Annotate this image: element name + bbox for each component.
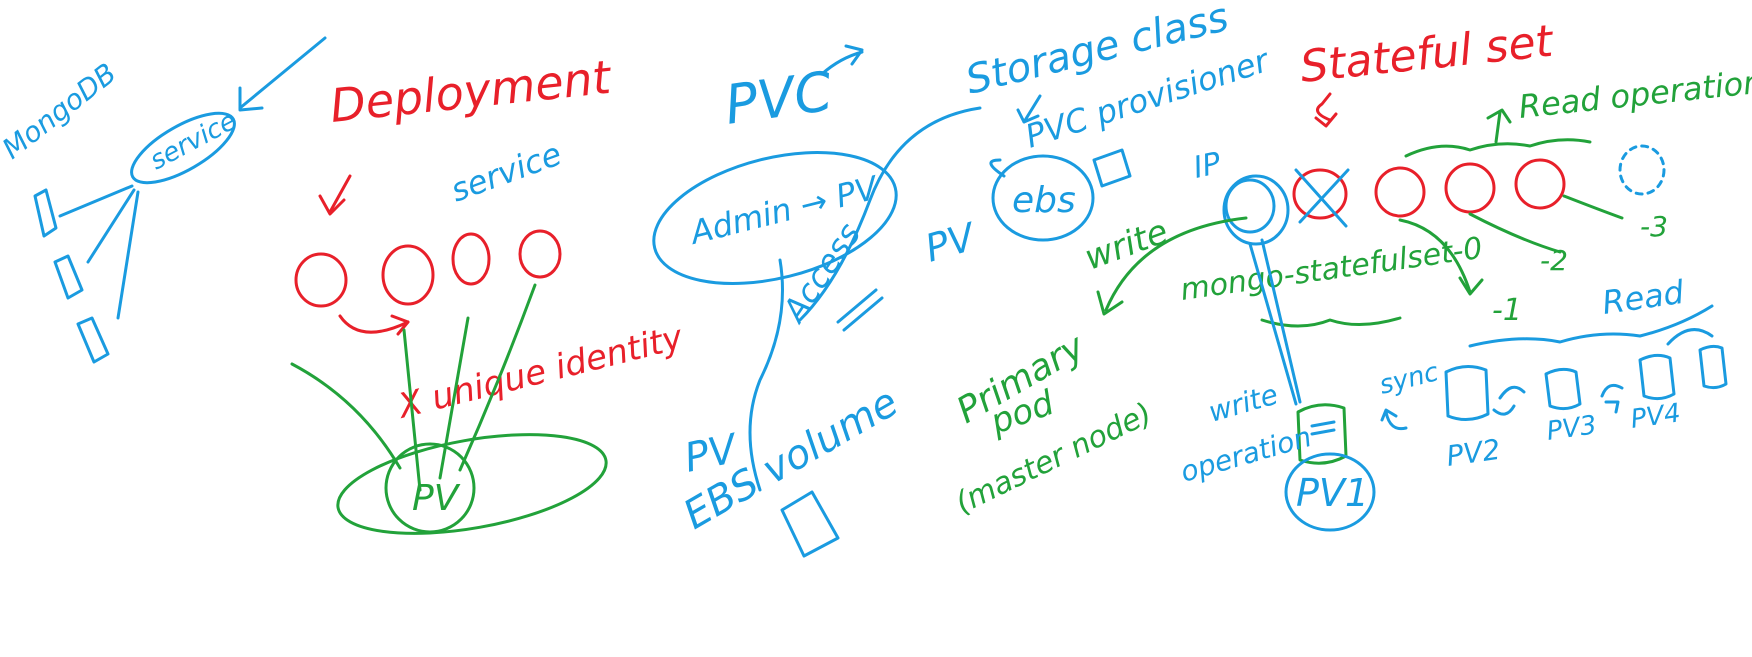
pod-4-link <box>1562 194 1624 220</box>
pv-link-4 <box>458 283 537 472</box>
pv2-disk <box>1444 365 1490 421</box>
statefulset-pod-1 <box>1292 168 1348 220</box>
pv-link-2 <box>402 328 422 492</box>
pv-link-3 <box>438 316 470 480</box>
pv2-label: PV2 <box>1444 433 1502 473</box>
read-operation-brace <box>1404 138 1592 158</box>
statefulset-arrow-head <box>1314 112 1338 128</box>
read-operation-arrow <box>1486 108 1512 144</box>
read-label: Read <box>1600 273 1687 322</box>
access-curve <box>748 258 784 492</box>
service-arrow-line <box>238 36 327 110</box>
pod-icon-3 <box>76 316 110 364</box>
primary-pod-circle-inner <box>1224 178 1276 234</box>
deployment-pod-4 <box>518 229 562 279</box>
provisioner-arrow <box>1016 94 1042 124</box>
service-arrow-head <box>238 86 264 112</box>
pod-1-cross <box>1294 168 1350 228</box>
pv-mid-label: PV <box>920 214 982 271</box>
write-operation-line-2 <box>1248 242 1298 406</box>
pv3-label: PV3 <box>1545 410 1599 447</box>
deployment-pod-2 <box>381 244 435 306</box>
write-operation-label-2: operation <box>1177 420 1315 489</box>
pod-icon-2 <box>53 254 84 300</box>
statefulset-pod-2 <box>1374 166 1426 218</box>
write-operation-line <box>1260 238 1302 404</box>
ebs-label: ebs <box>1012 180 1076 221</box>
service-link-2 <box>86 188 136 264</box>
pv5-disk <box>1698 344 1728 390</box>
service-ellipse <box>130 111 236 185</box>
pv4-arrow-curve <box>1666 328 1714 346</box>
ebs-circle <box>991 154 1095 242</box>
pod-icon-1 <box>33 188 58 238</box>
service-right-label: service <box>446 135 567 210</box>
pv2-sync-arrow <box>1492 385 1526 416</box>
access-underline-2 <box>842 296 884 332</box>
pv1-label: PV1 <box>1296 471 1369 515</box>
pod-to-pv2-arrowhead <box>1458 276 1484 296</box>
pv4-disk <box>1638 353 1676 401</box>
access-underline-1 <box>836 288 878 324</box>
pv1-circle <box>1284 452 1376 532</box>
storage-class-curve <box>798 106 982 322</box>
ip-label: IP <box>1190 146 1225 186</box>
unique-identity-label: X unique identity <box>393 317 688 427</box>
pvc-arrow-line <box>820 50 864 76</box>
suffix-2-label: -2 <box>1540 244 1568 277</box>
suffix-1-label: -1 <box>1492 293 1522 328</box>
statefulset-label: Stateful set <box>1298 16 1557 93</box>
deployment-arrow-line <box>328 174 352 214</box>
primary-pod-circle <box>1222 174 1290 246</box>
admin-ellipse <box>652 151 898 285</box>
write-operation-label-1: write <box>1205 378 1282 429</box>
mongo-statefulset-0-label: mongo-statefulset-0 <box>1178 231 1484 308</box>
access-label: Access <box>774 216 868 330</box>
service-link-1 <box>58 184 134 218</box>
ebs-arrow-line <box>989 158 1006 178</box>
pv3-sync-arrow <box>1600 383 1624 414</box>
write-arrow-head <box>1096 290 1124 316</box>
deployment-label: Deployment <box>328 50 615 133</box>
ebs-volume-box <box>780 490 840 558</box>
suffix-3-label: -3 <box>1640 210 1668 243</box>
pv3-disk <box>1544 367 1582 411</box>
pv-shared-ellipse <box>336 433 608 535</box>
statefulset-pod-future <box>1618 144 1666 196</box>
sync-arrow <box>1380 408 1408 431</box>
statefulset-arrow-line <box>1316 92 1332 122</box>
pv-ebs-volume-label-1: PV <box>681 426 744 482</box>
ebs-volume-icon <box>1092 148 1132 188</box>
statefulset-pod-4 <box>1514 158 1566 210</box>
pv4-label: PV4 <box>1629 398 1683 435</box>
deployment-pod-3 <box>451 232 491 286</box>
service-link-3 <box>116 190 140 320</box>
pvc-arrow-head <box>844 44 864 66</box>
pod-to-pv2-link <box>1398 218 1472 294</box>
pv-circle <box>384 442 476 534</box>
deployment-pod-1 <box>294 252 348 308</box>
deployment-arrow-head <box>318 194 346 216</box>
sync-label: sync <box>1376 357 1441 401</box>
pv-deploy-label: PV <box>412 478 461 519</box>
pv-link-1 <box>290 362 402 470</box>
mongo-statefulset-brace <box>1260 316 1402 328</box>
statefulset-pod-3 <box>1444 162 1496 214</box>
pod-curve-arrow <box>338 314 410 334</box>
mongodb-label: MongoDB <box>0 57 122 166</box>
pod-curve-arrow-head <box>390 314 410 336</box>
pvc-label: PVC <box>721 60 836 137</box>
write-arrow-curve <box>1104 216 1248 312</box>
pod-3-link <box>1468 212 1562 254</box>
read-operation-label: Read operation <box>1517 62 1752 125</box>
pv1-disk-lines <box>1310 420 1336 436</box>
read-brace <box>1468 304 1714 348</box>
